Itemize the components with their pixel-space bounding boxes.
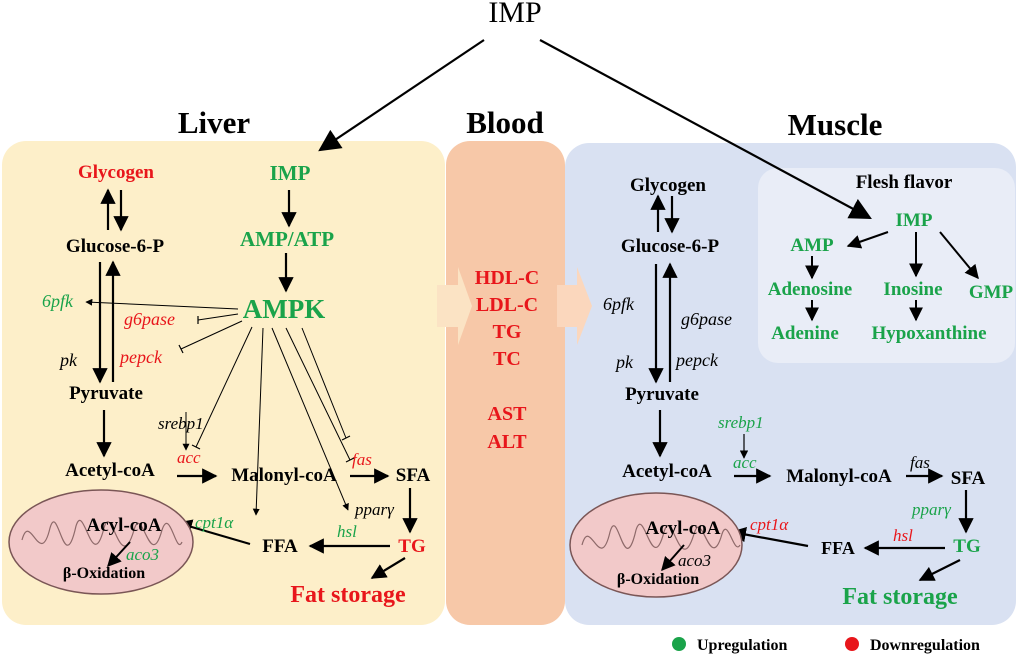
legend-down-dot [845, 637, 859, 651]
liver-gene-acc: acc [177, 448, 201, 467]
muscle-gene-g6pase: g6pase [681, 309, 732, 329]
blood-marker-hdl: HDL-C [475, 267, 539, 289]
muscle-gene-acc: acc [733, 453, 757, 472]
blood-to-muscle-arrow [557, 267, 592, 345]
liver-acyl-coa: Acyl-coA [87, 515, 162, 536]
liver-acyl-to-betaox-arrow [107, 541, 131, 568]
muscle-beta-oxidation: β-Oxidation [617, 571, 699, 588]
liver-tg: TG [398, 536, 426, 557]
muscle-gene-aco3: aco3 [678, 551, 711, 570]
muscle-sfa: SFA [951, 468, 986, 489]
liver-gene-g6pase: g6pase [124, 309, 175, 329]
liver-gene-hsl: hsl [337, 522, 357, 541]
liver-fat-storage: Fat storage [290, 582, 406, 608]
flavor-imp: IMP [896, 210, 933, 231]
blood-title: Blood [466, 105, 544, 140]
blood-marker-ast: AST [488, 403, 528, 425]
liver-ampk-to-cpt1-arrow [252, 327, 264, 516]
muscle-glycogen: Glycogen [630, 175, 706, 196]
flavor-gmp: GMP [969, 282, 1014, 303]
liver-ampk-inhibit-fas [285, 327, 351, 461]
liver-beta-oxidation: β-Oxidation [63, 565, 145, 582]
flavor-adenosine: Adenosine [768, 279, 852, 300]
blood-marker-tc: TC [493, 348, 521, 370]
muscle-mitochondrion [569, 492, 743, 598]
flesh-flavor-panel [758, 168, 1015, 363]
legend-up-label: Upregulation [697, 637, 787, 654]
liver-gene-cpt1: cpt1α [195, 513, 234, 532]
muscle-acyl-coa: Acyl-coA [646, 518, 721, 539]
liver-ffa: FFA [262, 536, 298, 557]
liver-inhibit-bar-sfa [341, 435, 351, 441]
liver-gene-6pfk: 6pfk [42, 291, 74, 311]
liver-sfa: SFA [396, 465, 431, 486]
top-imp-to-muscle-arrow [539, 39, 872, 220]
liver-ampk-to-6pfk-arrow [85, 298, 239, 310]
liver-gene-pk: pk [58, 350, 78, 370]
liver-gene-pepck: pepck [118, 347, 163, 367]
liver-ampk-inhibit-g6pase [197, 313, 239, 321]
muscle-pyruvate: Pyruvate [625, 384, 699, 405]
muscle-gene-ppar: pparγ [911, 500, 952, 519]
legend-down-label: Downregulation [870, 637, 980, 654]
liver-gene-srebp1: srebp1 [158, 414, 204, 433]
muscle-glucose6p: Glucose-6-P [621, 236, 720, 257]
top-imp-label: IMP [488, 0, 541, 29]
muscle-fat-storage: Fat storage [842, 584, 958, 610]
muscle-ffa: FFA [821, 538, 855, 558]
liver-ampk: AMPK [243, 294, 325, 324]
flavor-inosine: Inosine [883, 279, 942, 300]
muscle-gene-cpt1: cpt1α [750, 515, 789, 534]
muscle-tg-to-fat-arrow [918, 559, 961, 581]
muscle-title: Muscle [788, 107, 883, 142]
liver-malonyl-coa: Malonyl-coA [231, 465, 337, 486]
liver-inhibit-bar-fas [345, 457, 355, 463]
muscle-malonyl-coa: Malonyl-coA [786, 466, 892, 487]
liver-glycogen: Glycogen [78, 162, 154, 183]
muscle-gene-pk: pk [614, 352, 634, 372]
flavor-imp-to-gmp-arrow [939, 231, 979, 280]
liver-mitochondrion [8, 489, 194, 595]
liver-imp: IMP [270, 161, 311, 185]
flavor-amp: AMP [790, 235, 834, 256]
liver-gene-aco3: aco3 [126, 545, 159, 564]
blood-marker-tg: TG [493, 321, 522, 343]
legend-up-dot [672, 637, 686, 651]
liver-ampk-to-hsl-arrow [271, 327, 349, 511]
liver-tg-to-fat-arrow [370, 557, 406, 579]
liver-acetyl-coa: Acetyl-coA [65, 460, 155, 481]
blood-marker-alt: ALT [487, 431, 527, 453]
muscle-gene-pepck: pepck [674, 350, 719, 370]
liver-ampk-inhibit-srebp1 [195, 326, 253, 448]
blood-marker-ldl: LDL-C [476, 294, 538, 316]
flesh-flavor-title: Flesh flavor [856, 172, 953, 193]
blood-panel [446, 141, 565, 625]
liver-ampk-inhibit-pepck [180, 320, 243, 350]
muscle-gene-fas: fas [910, 453, 930, 472]
liver-ffa-to-acyl-arrow [176, 519, 251, 546]
liver-title: Liver [178, 105, 251, 140]
flavor-hypoxanthine: Hypoxanthine [871, 323, 986, 344]
top-imp-to-liver-arrow [318, 39, 485, 152]
muscle-gene-srebp1: srebp1 [718, 413, 764, 432]
liver-gene-fas: fas [352, 450, 372, 469]
liver-glucose6p: Glucose-6-P [66, 236, 165, 257]
liver-amp-atp: AMP/ATP [240, 227, 334, 251]
flavor-imp-to-amp-arrow [846, 231, 889, 249]
flavor-adenine: Adenine [771, 323, 839, 344]
liver-to-blood-arrow [437, 267, 472, 345]
muscle-acetyl-coa: Acetyl-coA [622, 461, 712, 482]
liver-inhibit-bar-pepck [178, 344, 184, 354]
muscle-acyl-to-betaox-arrow [661, 544, 685, 572]
muscle-tg: TG [953, 536, 981, 557]
liver-gene-ppar: pparγ [354, 500, 395, 519]
muscle-gene-6pfk: 6pfk [603, 294, 635, 314]
liver-ampk-inhibit-sfa [301, 327, 347, 439]
muscle-gene-hsl: hsl [893, 526, 913, 545]
liver-pyruvate: Pyruvate [69, 383, 143, 404]
muscle-ffa-to-acyl-arrow [730, 526, 809, 548]
liver-inhibit-bar-srebp1 [191, 444, 201, 450]
